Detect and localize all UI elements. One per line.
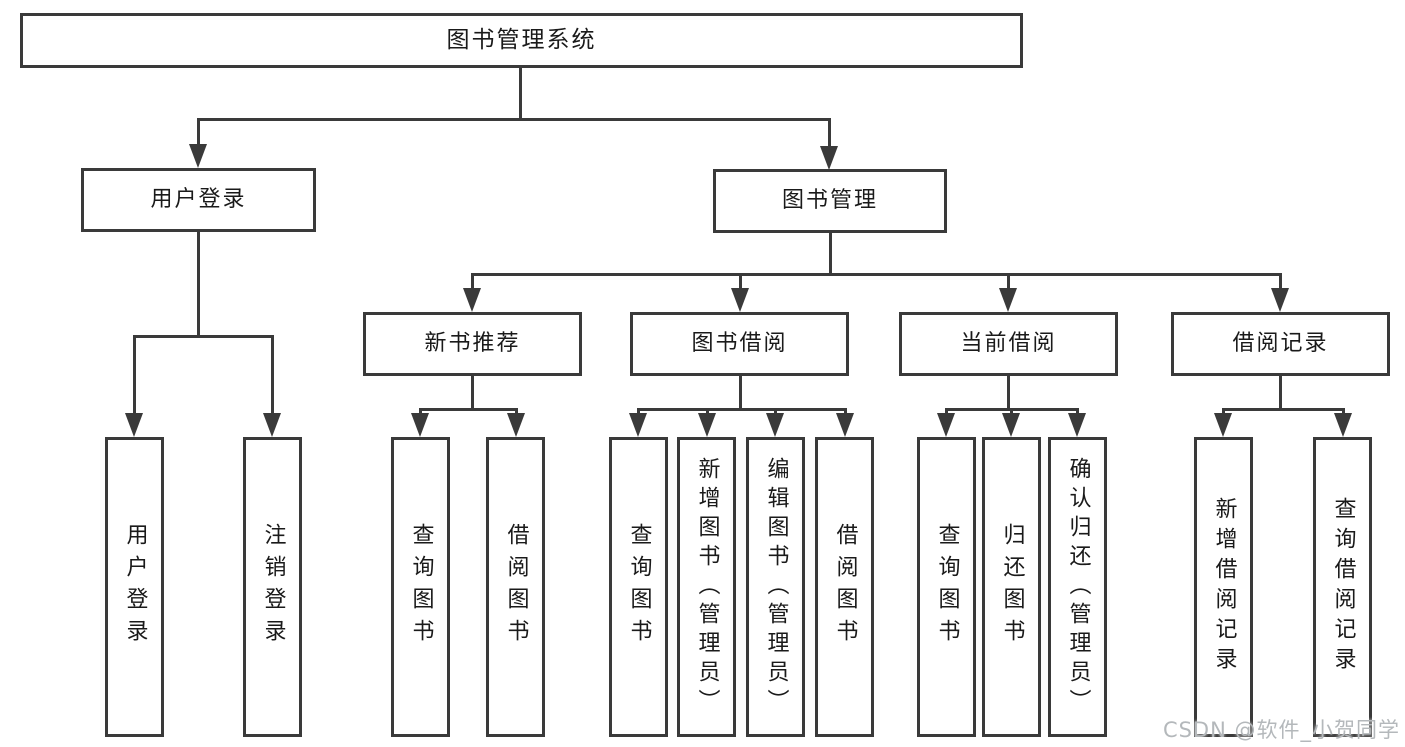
node-user-login-label: 用户登录 xyxy=(150,187,247,212)
leaf-borrow-books-recommend: 借阅图书 xyxy=(486,437,545,737)
arrow-head-icon xyxy=(698,413,716,437)
connector-line xyxy=(739,376,742,411)
leaf-borrow-books-borrowing-label: 借阅图书 xyxy=(832,523,858,651)
node-root-label: 图书管理系统 xyxy=(446,27,597,53)
connector-line xyxy=(829,233,832,276)
connector-line xyxy=(1007,376,1010,411)
leaf-add-borrow-record: 新增借阅记录 xyxy=(1194,437,1253,737)
node-user-login: 用户登录 xyxy=(81,168,316,232)
connector-line xyxy=(828,118,831,148)
arrow-head-icon xyxy=(1271,288,1289,312)
arrow-head-icon xyxy=(1334,413,1352,437)
leaf-logout-login: 注销登录 xyxy=(243,437,302,737)
node-current-borrowing-label: 当前借阅 xyxy=(960,331,1057,356)
leaf-user-login: 用户登录 xyxy=(105,437,164,737)
arrow-head-icon xyxy=(937,413,955,437)
arrow-head-icon xyxy=(999,288,1017,312)
leaf-borrow-books-borrowing: 借阅图书 xyxy=(815,437,874,737)
node-new-book-recommend: 新书推荐 xyxy=(363,312,582,376)
connector-line xyxy=(637,408,847,411)
connector-line xyxy=(471,376,474,411)
leaf-return-book: 归还图书 xyxy=(982,437,1041,737)
leaf-confirm-return-admin-label: 确认归还（管理员） xyxy=(1065,456,1091,718)
arrow-head-icon xyxy=(463,288,481,312)
connector-line xyxy=(197,118,831,121)
connector-line xyxy=(739,273,742,294)
arrow-head-icon xyxy=(1002,413,1020,437)
node-new-book-recommend-label: 新书推荐 xyxy=(424,331,521,356)
connector-line xyxy=(133,335,274,338)
leaf-add-borrow-record-label: 新增借阅记录 xyxy=(1211,497,1237,677)
leaf-add-book-admin-label: 新增图书（管理员） xyxy=(694,456,720,718)
leaf-query-books-borrowing: 查询图书 xyxy=(609,437,668,737)
leaf-query-borrow-record-label: 查询借阅记录 xyxy=(1330,497,1356,677)
node-root: 图书管理系统 xyxy=(20,13,1023,68)
leaf-query-borrow-record: 查询借阅记录 xyxy=(1313,437,1372,737)
connector-line xyxy=(271,335,274,419)
arrow-head-icon xyxy=(125,413,143,437)
arrow-head-icon xyxy=(507,413,525,437)
leaf-query-books-current: 查询图书 xyxy=(917,437,976,737)
arrow-head-icon xyxy=(820,146,838,170)
node-book-management: 图书管理 xyxy=(713,169,947,233)
watermark: CSDN @软件_小贺同学 xyxy=(1162,718,1400,742)
connector-line xyxy=(1222,408,1345,411)
connector-line xyxy=(419,408,518,411)
arrow-head-icon xyxy=(766,413,784,437)
arrow-head-icon xyxy=(629,413,647,437)
arrow-head-icon xyxy=(263,413,281,437)
arrow-head-icon xyxy=(411,413,429,437)
connector-line xyxy=(197,232,200,338)
arrow-head-icon xyxy=(836,413,854,437)
leaf-query-books-recommend: 查询图书 xyxy=(391,437,450,737)
leaf-return-book-label: 归还图书 xyxy=(999,523,1025,651)
connector-line xyxy=(197,118,200,146)
leaf-edit-book-admin: 编辑图书（管理员） xyxy=(746,437,805,737)
leaf-query-books-recommend-label: 查询图书 xyxy=(408,523,434,651)
leaf-user-login-label: 用户登录 xyxy=(122,523,148,651)
connector-line xyxy=(471,273,1282,276)
connector-line xyxy=(133,335,136,419)
node-borrow-records: 借阅记录 xyxy=(1171,312,1390,376)
arrow-head-icon xyxy=(189,144,207,168)
node-current-borrowing: 当前借阅 xyxy=(899,312,1118,376)
leaf-edit-book-admin-label: 编辑图书（管理员） xyxy=(763,456,789,718)
leaf-add-book-admin: 新增图书（管理员） xyxy=(677,437,736,737)
leaf-confirm-return-admin: 确认归还（管理员） xyxy=(1048,437,1107,737)
node-borrow-records-label: 借阅记录 xyxy=(1232,331,1329,356)
arrow-head-icon xyxy=(731,288,749,312)
node-book-borrowing-label: 图书借阅 xyxy=(691,331,788,356)
node-book-borrowing: 图书借阅 xyxy=(630,312,849,376)
leaf-query-books-borrowing-label: 查询图书 xyxy=(626,523,652,651)
leaf-query-books-current-label: 查询图书 xyxy=(934,523,960,651)
connector-line xyxy=(1007,273,1010,294)
leaf-logout-login-label: 注销登录 xyxy=(260,523,286,651)
connector-line xyxy=(1279,273,1282,294)
connector-line xyxy=(1279,376,1282,411)
arrow-head-icon xyxy=(1068,413,1086,437)
connector-line xyxy=(471,273,474,294)
node-book-management-label: 图书管理 xyxy=(781,188,878,213)
leaf-borrow-books-recommend-label: 借阅图书 xyxy=(503,523,529,651)
connector-line xyxy=(519,68,522,118)
arrow-head-icon xyxy=(1214,413,1232,437)
